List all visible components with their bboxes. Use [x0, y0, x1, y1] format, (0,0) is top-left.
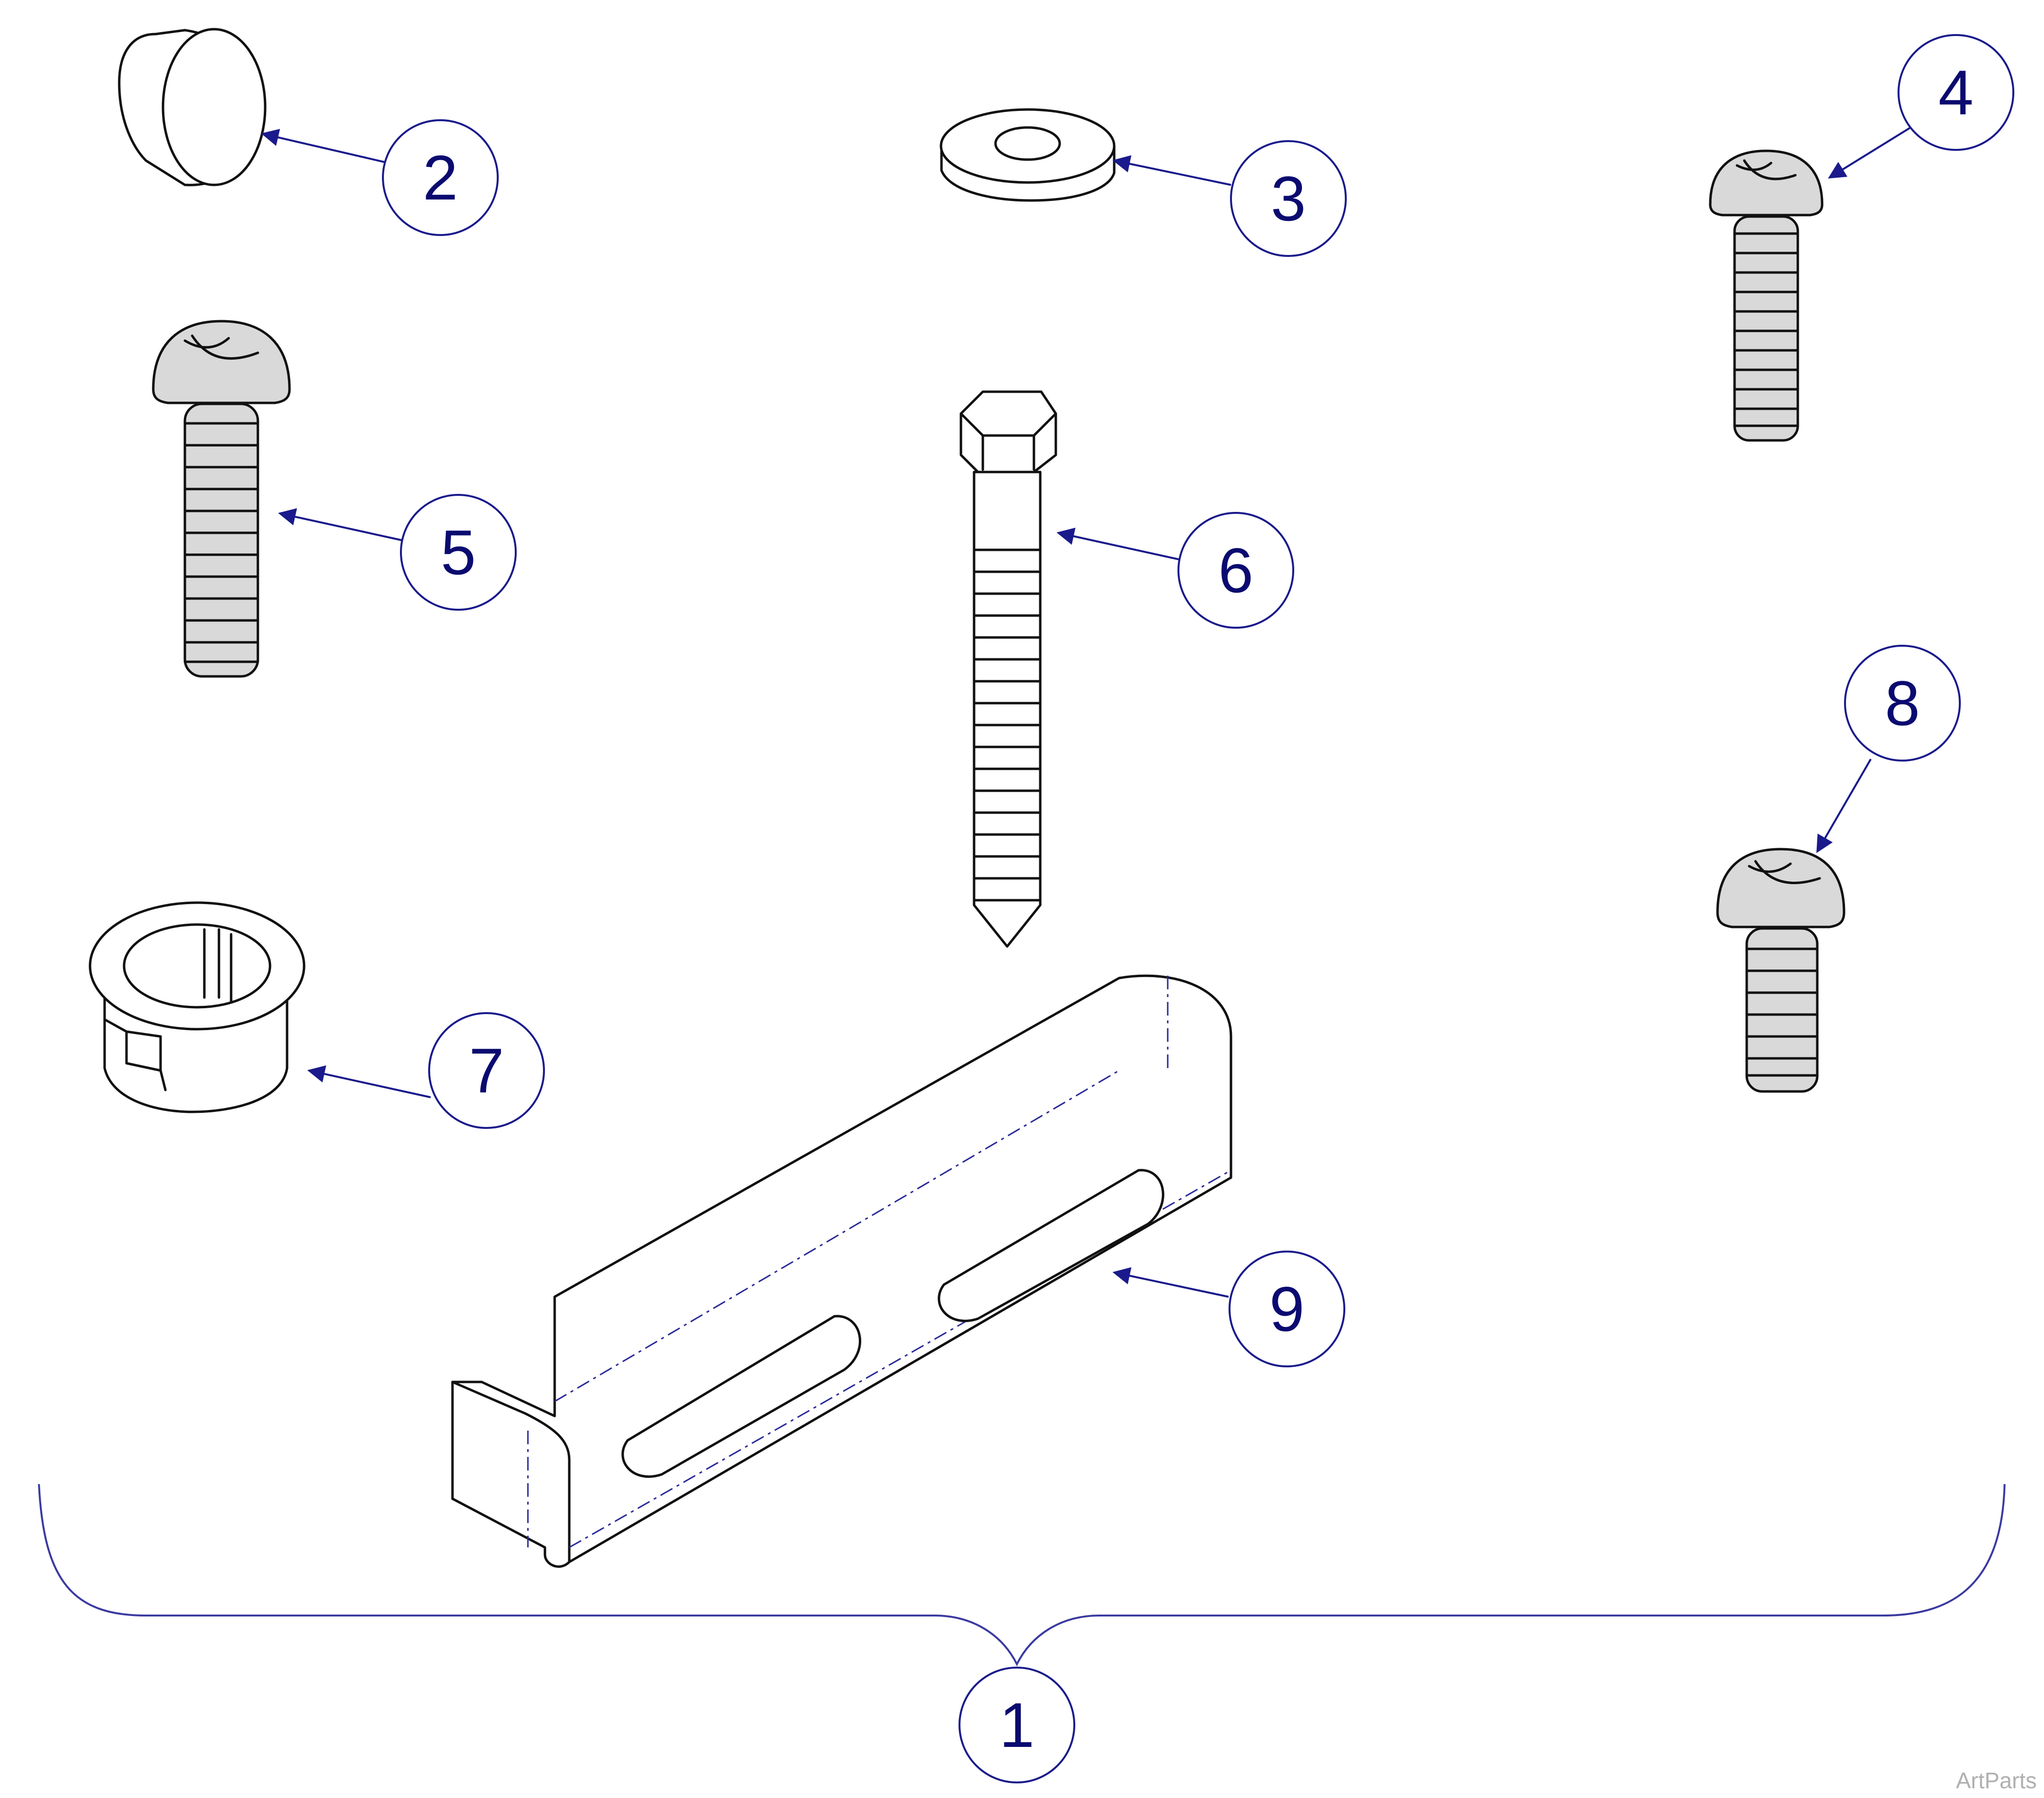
part-screw-left [152, 320, 291, 678]
callout-3: 3 [1230, 140, 1347, 257]
callout-1-label: 1 [999, 1689, 1034, 1761]
part-washer [940, 108, 1116, 202]
callout-7-label: 7 [469, 1035, 504, 1106]
callout-3-label: 3 [1271, 163, 1306, 234]
leader-2 [261, 128, 385, 163]
leader-5 [278, 508, 402, 541]
leader-6 [1056, 527, 1180, 561]
part-bushing [89, 901, 306, 1113]
leader-8 [1816, 758, 1872, 854]
callout-5: 5 [400, 494, 517, 611]
part-screw-bottom-right [1716, 848, 1845, 1093]
callout-9-label: 9 [1269, 1273, 1304, 1344]
leader-lines [261, 126, 1913, 1298]
callout-8-label: 8 [1885, 668, 1920, 739]
callout-1: 1 [959, 1667, 1075, 1783]
callout-4: 4 [1898, 34, 2014, 151]
part-cap-plug [118, 28, 267, 186]
callout-6: 6 [1177, 512, 1294, 629]
leader-4 [1827, 126, 1913, 179]
part-lag-bolt [959, 390, 1057, 948]
callout-7: 7 [428, 1012, 545, 1129]
callout-9: 9 [1229, 1251, 1345, 1367]
part-screw-top-right [1709, 149, 1824, 442]
leader-7 [307, 1065, 431, 1098]
assembly-brace [38, 1484, 2006, 1667]
callout-8: 8 [1844, 645, 1961, 762]
leader-3 [1112, 155, 1231, 186]
callout-4-label: 4 [1938, 57, 1973, 128]
watermark-text: ArtParts [1956, 1768, 2037, 1793]
callout-2: 2 [382, 119, 499, 236]
leader-9 [1112, 1267, 1229, 1298]
callout-5-label: 5 [441, 517, 476, 588]
part-slotted-bracket [451, 974, 1232, 1568]
callout-2-label: 2 [423, 142, 458, 213]
callout-6-label: 6 [1218, 535, 1253, 606]
